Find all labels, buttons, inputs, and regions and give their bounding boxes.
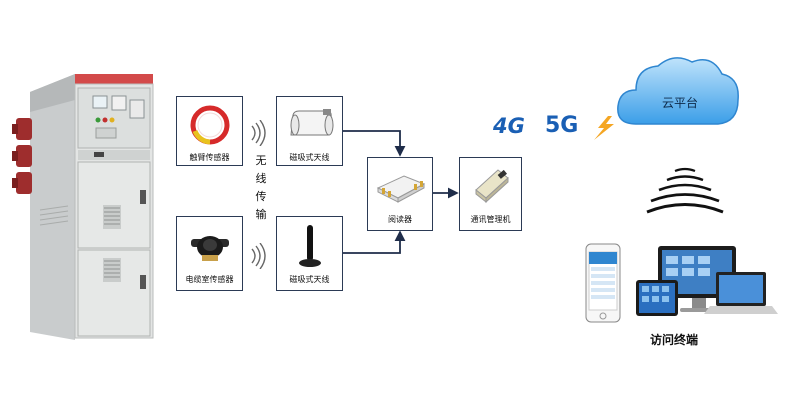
cable-sensor-label: 电缆室传感器 (185, 275, 234, 284)
network-5g-label: 5G (545, 113, 579, 138)
arm-sensor-label: 触臂传感器 (189, 153, 230, 162)
lightning-bolt-icon (594, 116, 614, 140)
comm-manager-image (475, 169, 509, 204)
access-terminals-label: 访问终端 (650, 333, 699, 347)
wireless-char: 输 (255, 208, 267, 221)
arm-sensor-image (190, 105, 230, 145)
arm-sensor-box: 触臂传感器 (176, 96, 243, 166)
reader-box: 阅读器 (367, 157, 433, 231)
wireless-char: 无 (255, 154, 267, 167)
comm-manager-label: 通讯管理机 (470, 215, 511, 224)
magnetic-antenna-image (290, 109, 334, 136)
wireless-transmission-label: 无 线 传 输 (254, 152, 268, 224)
antenna-bottom-label: 磁吸式天线 (289, 275, 330, 284)
wireless-char: 传 (255, 190, 267, 203)
wireless-char: 线 (255, 172, 267, 185)
reader-label: 阅读器 (388, 215, 412, 224)
cable-sensor-box: 电缆室传感器 (176, 216, 243, 291)
antenna-top-box: 磁吸式天线 (276, 96, 343, 166)
antenna-bottom-box: 磁吸式天线 (276, 216, 343, 291)
rod-antenna-image (299, 225, 321, 267)
wireless-signal-icon (251, 120, 266, 146)
wireless-signal-icon (251, 243, 266, 269)
broadcast-signal-icon (646, 167, 724, 214)
antenna-top-label: 磁吸式天线 (289, 153, 330, 162)
comm-manager-box: 通讯管理机 (459, 157, 522, 231)
access-terminals-image (585, 243, 778, 323)
reader-device-image (376, 175, 426, 203)
cloud-platform-label: 云平台 (662, 96, 699, 110)
network-4g-label: 4G (493, 114, 525, 138)
cable-sensor-image (191, 236, 229, 261)
switchgear-cabinet (12, 74, 154, 340)
cloud-icon (617, 57, 739, 125)
